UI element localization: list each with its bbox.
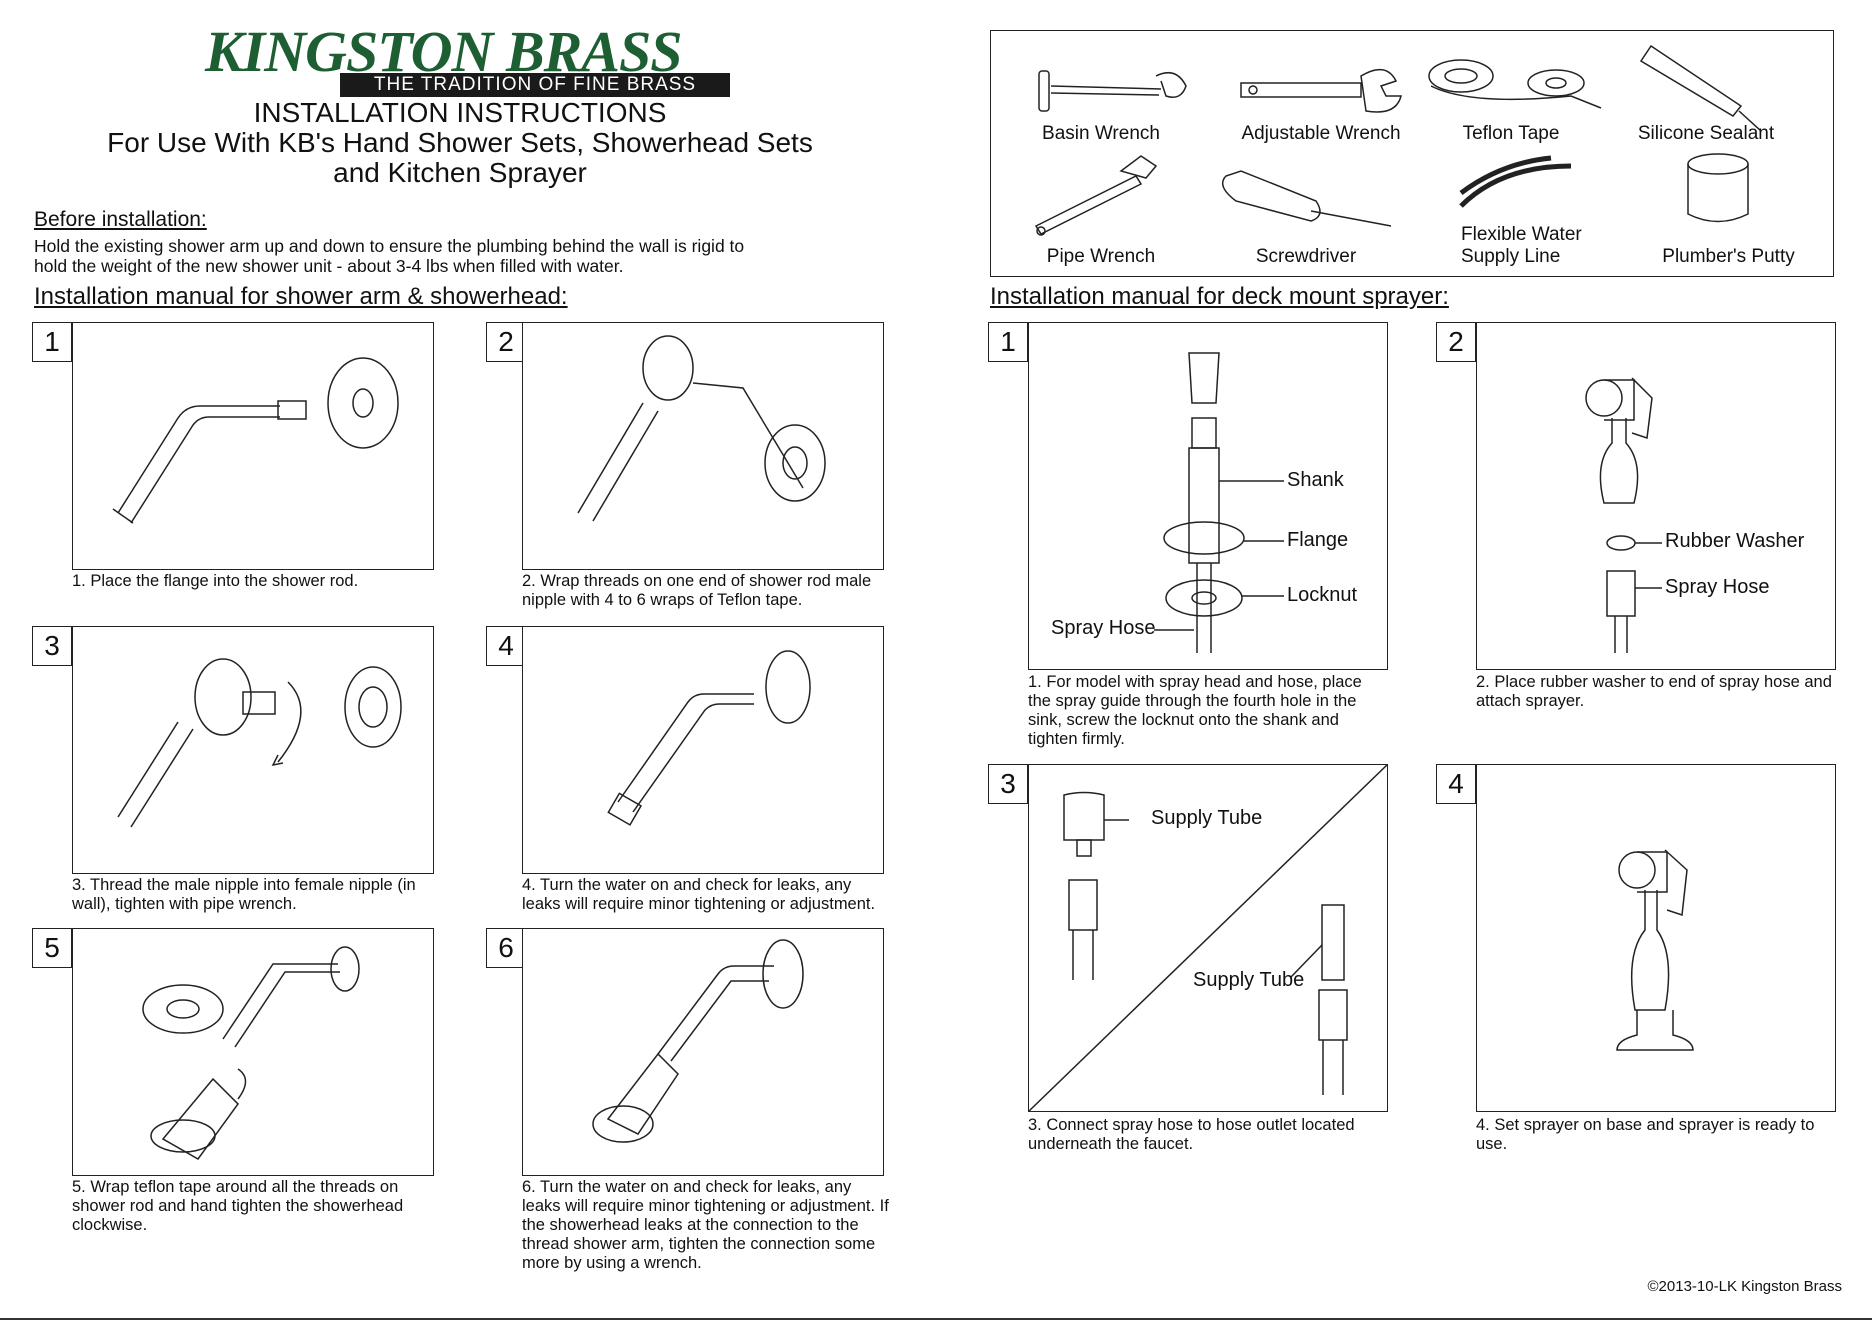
tool-label-basin-wrench: Basin Wrench — [1042, 123, 1160, 144]
callout-supply-tube-top: Supply Tube — [1151, 807, 1263, 829]
silicone-sealant-icon — [1641, 46, 1761, 131]
tool-label-teflon-tape: Teflon Tape — [1462, 123, 1560, 144]
tool-label-silicone-sealant: Silicone Sealant — [1637, 123, 1775, 144]
sprayer-section-heading: Installation manual for deck mount spray… — [990, 283, 1449, 310]
sprayer-step-4-number: 4 — [1436, 764, 1476, 804]
sprayer-washer-illustration — [1477, 323, 1835, 669]
copyright: ©2013-10-LK Kingston Brass — [1647, 1278, 1843, 1295]
tools-illustrations — [991, 31, 1833, 276]
before-installation-heading: Before installation: — [34, 208, 207, 231]
showerhead-attach-illustration — [73, 929, 433, 1175]
shower-step-6-number: 6 — [486, 928, 526, 968]
tool-label-plumbers-putty: Plumber's Putty — [1662, 246, 1795, 267]
sprayer-on-base-illustration — [1477, 765, 1835, 1111]
tool-label-screwdriver: Screwdriver — [1255, 246, 1357, 267]
callout-supply-tube-bottom: Supply Tube — [1193, 969, 1305, 991]
shower-step-4-number: 4 — [486, 626, 526, 666]
callout-spray-hose-2: Spray Hose — [1665, 576, 1770, 598]
sprayer-step-2-caption: 2. Place rubber washer to end of spray h… — [1476, 673, 1832, 710]
shower-step-2-panel — [522, 322, 884, 570]
sprayer-step-3-caption: 3. Connect spray hose to hose outlet loc… — [1028, 1116, 1355, 1153]
shower-step-2-caption: 2. Wrap threads on one end of shower rod… — [522, 572, 872, 609]
sprayer-shank-assembly-illustration — [1029, 323, 1387, 669]
sprayer-step-3-panel: Supply Tube Supply Tube — [1028, 764, 1388, 1112]
doc-title: INSTALLATION INSTRUCTIONS — [253, 97, 667, 128]
tool-label-adjustable-wrench: Adjustable Wrench — [1241, 123, 1401, 144]
bottom-rule — [0, 1318, 1872, 1320]
teflon-wrap-illustration — [523, 323, 883, 569]
doc-subtitle-line-1: For Use With KB's Hand Shower Sets, Show… — [107, 127, 813, 158]
sprayer-step-4-caption: 4. Set sprayer on base and sprayer is re… — [1476, 1116, 1815, 1153]
shower-section-heading: Installation manual for shower arm & sho… — [34, 283, 568, 310]
plumbers-putty-icon — [1688, 154, 1748, 222]
thread-nipple-illustration — [73, 627, 433, 873]
shower-step-3-number: 3 — [32, 626, 72, 666]
screwdriver-icon — [1223, 171, 1391, 226]
showerhead-installed-illustration — [523, 929, 883, 1175]
pipe-wrench-icon — [1036, 156, 1156, 235]
callout-spray-hose: Spray Hose — [1051, 617, 1156, 639]
shower-step-4-caption: 4. Turn the water on and check for leaks… — [522, 876, 876, 913]
shower-step-5-panel — [72, 928, 434, 1176]
shower-step-3-caption: 3. Thread the male nipple into female ni… — [72, 876, 416, 913]
callout-flange: Flange — [1287, 529, 1349, 551]
flexible-supply-line-icon — [1461, 158, 1571, 206]
tool-label-flexible-supply-line: Flexible Water Supply Line — [1461, 224, 1582, 267]
callout-shank: Shank — [1287, 469, 1344, 491]
shower-step-6-caption: 6. Turn the water on and check for leaks… — [522, 1178, 889, 1272]
shower-step-1-number: 1 — [32, 322, 72, 362]
shower-step-1-panel — [72, 322, 434, 570]
sprayer-step-1-caption: 1. For model with spray head and hose, p… — [1028, 673, 1362, 748]
sprayer-step-4-panel — [1476, 764, 1836, 1112]
brand-tagline: THE TRADITION OF FINE BRASS — [340, 73, 730, 97]
before-installation-text: Hold the existing shower arm up and down… — [34, 236, 745, 276]
adjustable-wrench-icon — [1241, 70, 1401, 112]
shower-step-5-number: 5 — [32, 928, 72, 968]
sprayer-step-2-panel: Rubber Washer Spray Hose — [1476, 322, 1836, 670]
shower-step-3-panel — [72, 626, 434, 874]
tool-label-pipe-wrench: Pipe Wrench — [1046, 246, 1156, 267]
callout-locknut: Locknut — [1287, 584, 1358, 606]
shower-arm-flange-illustration — [73, 323, 433, 569]
arm-installed-illustration — [523, 627, 883, 873]
brand-logo: KINGSTON BRASS — [205, 19, 683, 84]
sprayer-step-1-number: 1 — [988, 322, 1028, 362]
teflon-tape-icon — [1429, 60, 1601, 108]
shower-step-2-number: 2 — [486, 322, 526, 362]
supply-tube-connection-illustration — [1029, 765, 1387, 1111]
basin-wrench-icon — [1039, 71, 1186, 111]
shower-step-6-panel — [522, 928, 884, 1176]
sprayer-step-1-panel: Shank Flange Locknut Spray Hose — [1028, 322, 1388, 670]
doc-subtitle-line-2: and Kitchen Sprayer — [333, 157, 587, 188]
shower-step-1-caption: 1. Place the flange into the shower rod. — [72, 572, 359, 590]
sprayer-step-3-number: 3 — [988, 764, 1028, 804]
shower-step-5-caption: 5. Wrap teflon tape around all the threa… — [72, 1178, 404, 1234]
callout-rubber-washer: Rubber Washer — [1665, 530, 1805, 552]
sprayer-step-2-number: 2 — [1436, 322, 1476, 362]
shower-step-4-panel — [522, 626, 884, 874]
tools-box: Basin Wrench Adjustable Wrench Teflon Ta… — [990, 30, 1834, 277]
